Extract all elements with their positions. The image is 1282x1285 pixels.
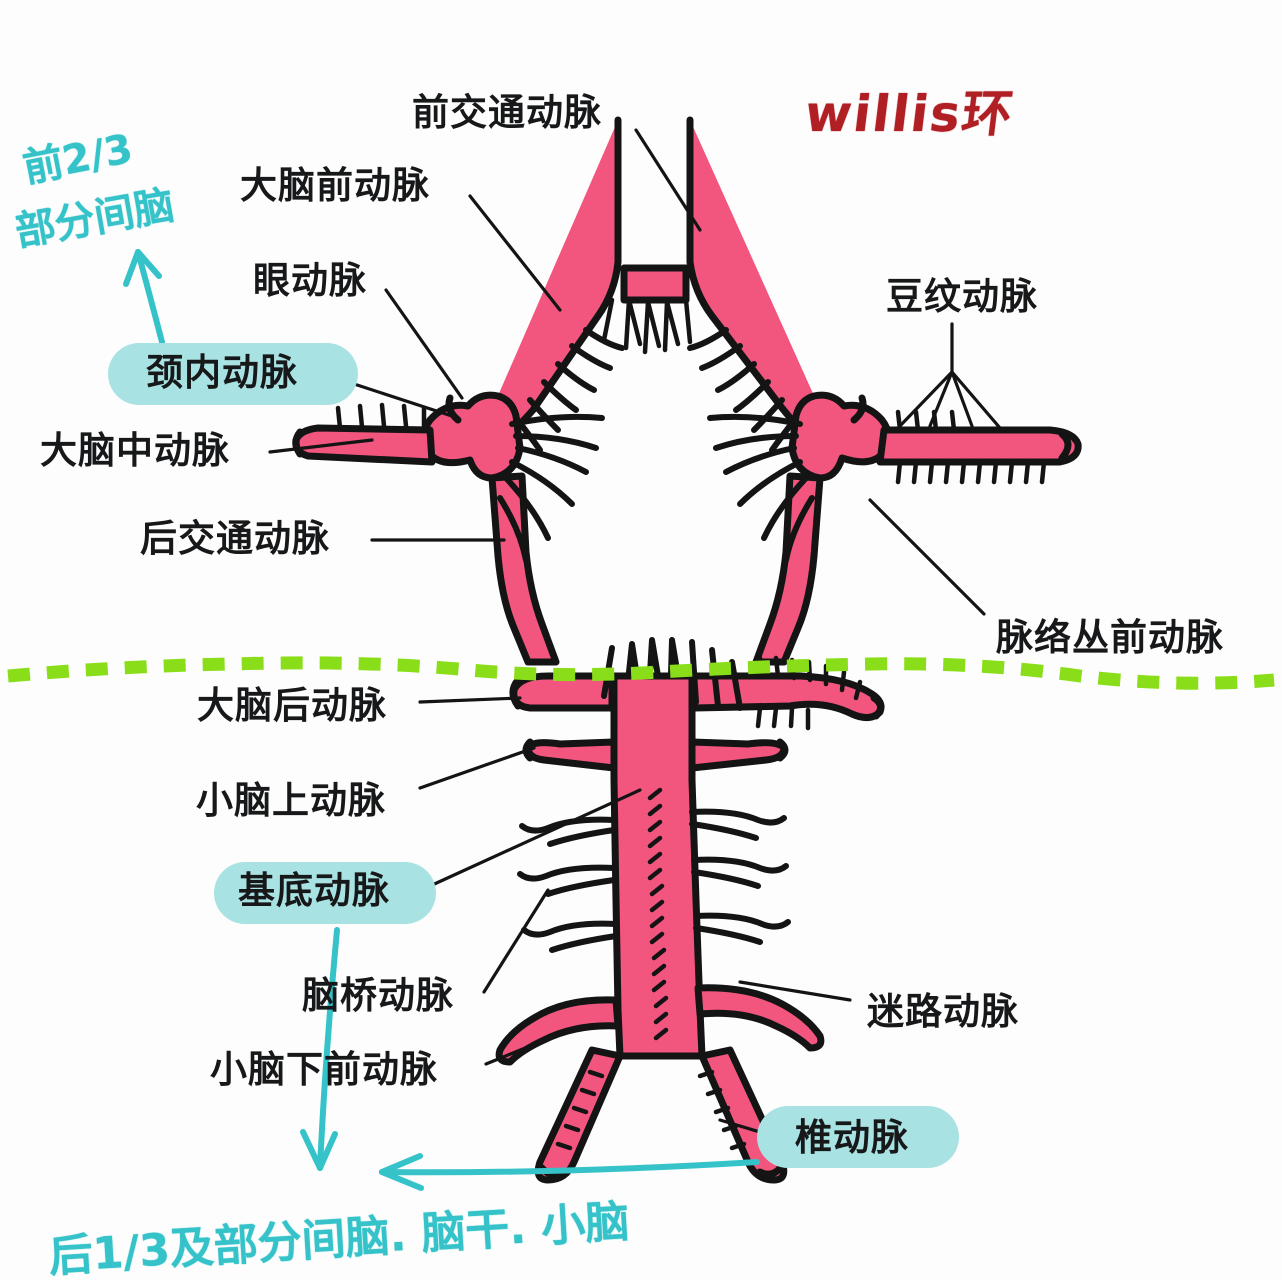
label-posterior-communicating-artery: 后交通动脉 (140, 519, 330, 560)
label-basilar-artery: 基底动脉 (238, 871, 390, 912)
right-lenticulostriate-branches (895, 409, 1047, 485)
right-carotid-complex (752, 391, 1082, 666)
label-lenticulostriate-artery: 豆纹动脉 (886, 277, 1038, 318)
label-middle-cerebral-artery: 大脑中动脉 (40, 431, 230, 472)
superior-cerebellar-arteries (522, 738, 789, 772)
arrow-down-from-basilar (300, 927, 340, 1171)
page-title: willis环 (801, 85, 1018, 143)
highlight-pill-vertebral (757, 1106, 959, 1168)
label-labyrinthine-artery: 迷路动脉 (867, 992, 1019, 1033)
label-posterior-cerebral-artery: 大脑后动脉 (197, 686, 387, 727)
basilar-artery (610, 672, 706, 1060)
handwritten-arrows (123, 249, 760, 1191)
highlight-pill-basilar (214, 862, 436, 924)
arrow-up-to-top-note (123, 249, 165, 345)
label-anterior-communicating-artery: 前交通动脉 (412, 93, 602, 134)
left-aca-perforators (513, 327, 625, 453)
pontine-arteries (517, 808, 791, 953)
anterior-cerebral-arteries (466, 116, 846, 464)
posterior-cerebral-arteries (509, 672, 885, 721)
label-superior-cerebellar-artery: 小脑上动脉 (196, 781, 386, 822)
label-pontine-arteries: 脑桥动脉 (302, 976, 454, 1017)
label-internal-carotid-artery: 颈内动脉 (146, 353, 298, 394)
left-mca-branches (335, 402, 427, 431)
vertebral-serrations (555, 1069, 747, 1151)
right-aca-perforators (687, 327, 799, 453)
arrow-left-from-vertebral (379, 1153, 760, 1191)
label-vertebral-artery: 椎动脉 (795, 1118, 909, 1159)
label-anterior-cerebral-artery: 大脑前动脉 (240, 166, 430, 207)
basilar-median-perforators (647, 787, 669, 1041)
green-dashed-divider (7, 656, 1275, 690)
label-ophthalmic-artery: 眼动脉 (253, 261, 367, 302)
label-anterior-choroidal-artery: 脉络丛前动脉 (996, 618, 1224, 659)
label-anterior-inferior-cerebellar-artery: 小脑下前动脉 (210, 1050, 438, 1091)
leader-lines (268, 128, 1002, 1140)
highlight-pill-ica (108, 343, 358, 405)
acom-perforators (601, 297, 693, 355)
